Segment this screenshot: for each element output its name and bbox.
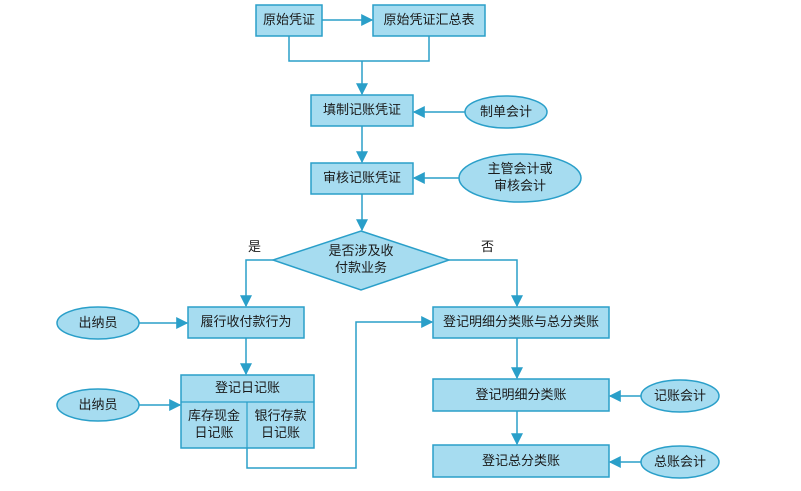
- cash-journal-line1: 库存现金: [187, 409, 240, 424]
- general-ledger-box: [432, 444, 610, 478]
- voucher-summary-label: 原始凭证汇总表: [383, 13, 475, 28]
- daily-journal-label: 登记日记账: [214, 381, 280, 396]
- review-voucher-label: 审核记账凭证: [322, 171, 401, 186]
- supervisor-label: 主管会计或 审核会计: [459, 154, 581, 202]
- bookkeeper-label: 记账会计: [653, 388, 706, 404]
- no-label: 否: [481, 240, 495, 255]
- detail-ledger-box: [432, 378, 610, 412]
- perform-payment-label: 履行收付款行为: [200, 315, 292, 330]
- fill-voucher-label: 填制记账凭证: [322, 103, 401, 118]
- bank-journal-label: 银行存款 日记账: [247, 403, 314, 447]
- cashier-label-1: 出纳员: [78, 315, 118, 331]
- original-voucher-box: [255, 4, 323, 37]
- cash-journal-label: 库存现金 日记账: [181, 403, 247, 447]
- original-voucher-label: 原始凭证: [262, 13, 315, 28]
- decision-label-line2: 付款业务: [334, 261, 387, 276]
- supervisor-label-line2: 审核会计: [493, 179, 546, 194]
- cash-journal-line2: 日记账: [194, 426, 234, 441]
- general-ledger-label: 登记总分类账: [481, 453, 560, 469]
- arrow-yes-branch: [240, 259, 273, 308]
- preparer-label: 制单会计: [479, 104, 532, 120]
- decision-diamond: [270, 230, 452, 291]
- yes-label: 是: [248, 240, 262, 255]
- ledger-detail-general-label: 登记明细分类账与总分类账: [442, 315, 599, 330]
- cashier-label-2: 出纳员: [78, 397, 118, 413]
- decision-label-line1: 是否涉及收: [328, 244, 394, 259]
- supervisor-label-line1: 主管会计或: [487, 162, 553, 177]
- gl-accountant-label: 总账会计: [653, 454, 706, 470]
- decision-label: 是否涉及收 付款业务: [293, 240, 429, 280]
- bank-journal-line2: 日记账: [260, 426, 300, 441]
- bank-journal-line1: 银行存款: [254, 409, 307, 424]
- arrow-journal-to-ledger: [246, 316, 434, 469]
- perform-payment-box: [187, 306, 305, 339]
- merge-line: [288, 36, 430, 62]
- voucher-summary-box: [372, 4, 486, 37]
- arrow-no-branch: [449, 259, 523, 308]
- detail-ledger-label: 登记明细分类账: [475, 387, 567, 403]
